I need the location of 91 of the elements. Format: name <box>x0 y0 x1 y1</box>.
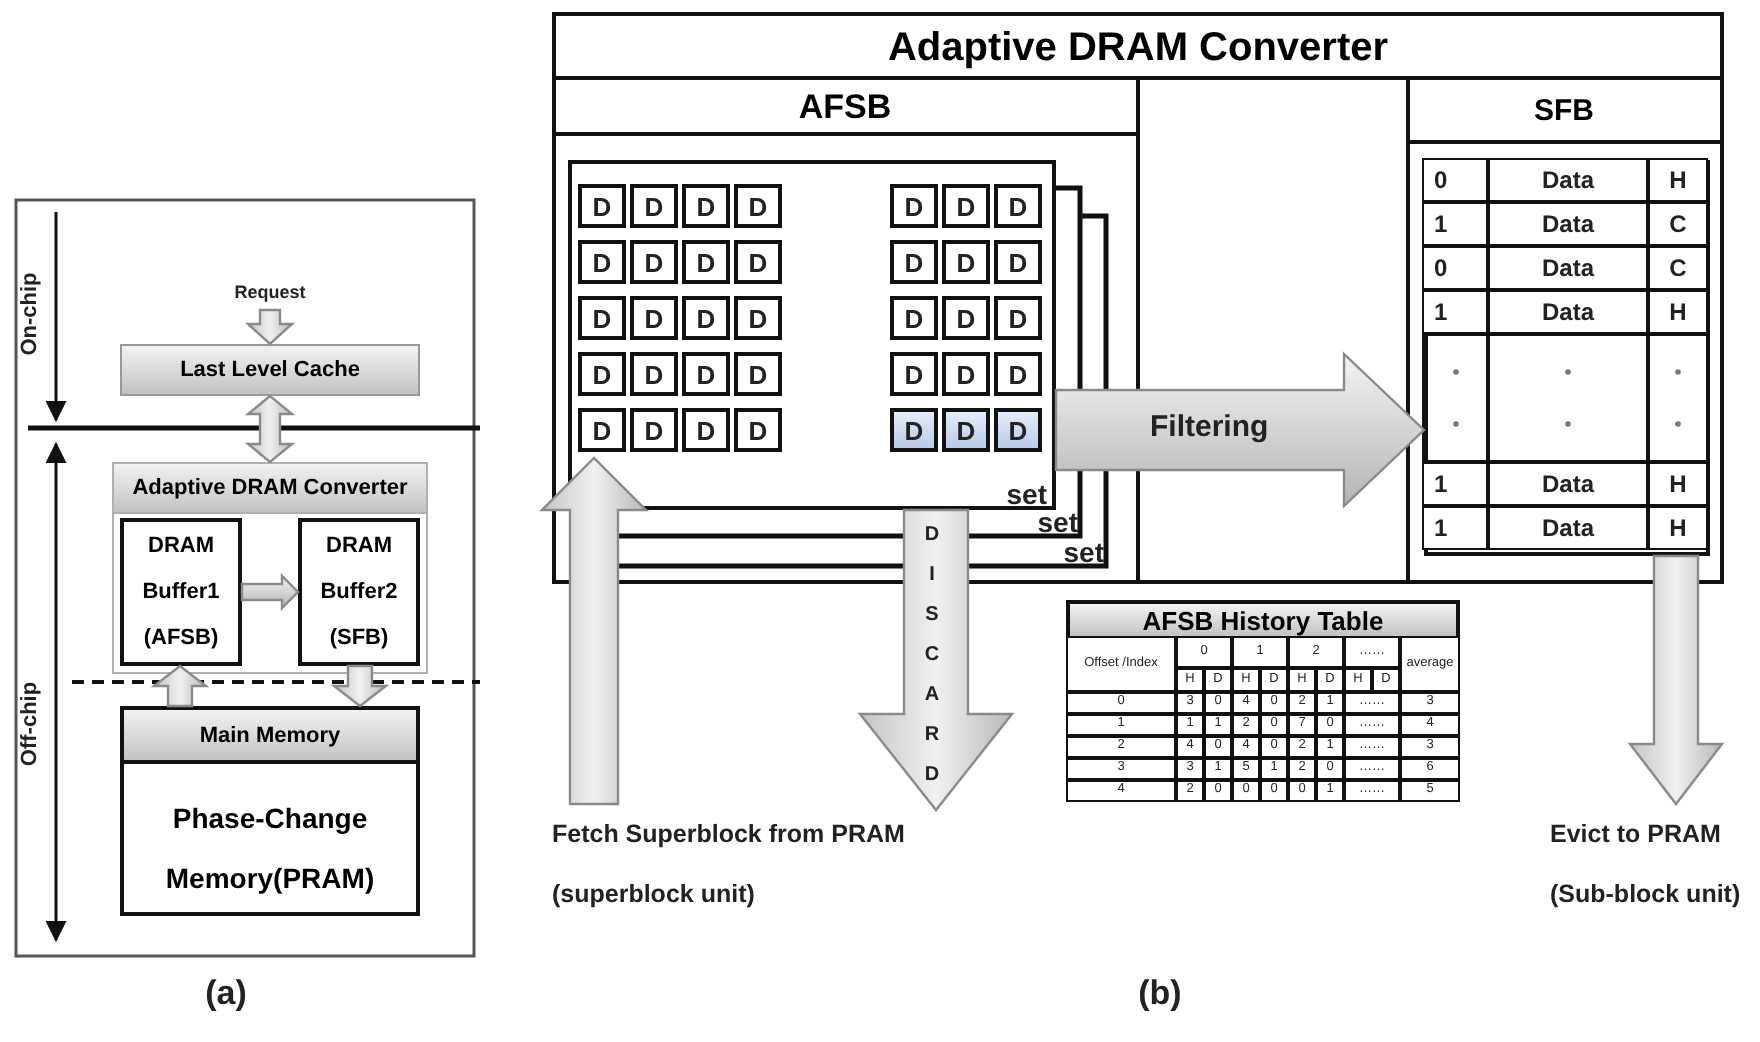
table-cell: 1 <box>1422 506 1488 550</box>
data-block: D <box>994 240 1042 284</box>
table-cell: 0 <box>1422 246 1488 290</box>
edge-label: Filtering <box>1150 410 1269 444</box>
data-block: D <box>682 184 730 228</box>
buffer-box <box>120 518 242 666</box>
container-box <box>1066 600 1460 802</box>
data-block: D <box>942 408 990 452</box>
table-cell: C <box>1648 246 1708 290</box>
panel-label: (b) <box>1136 972 1184 1012</box>
set-label: set <box>1035 510 1078 534</box>
set-label: set <box>1061 538 1104 564</box>
table-cell: Data <box>1488 158 1648 202</box>
table-cell: H <box>1648 158 1708 202</box>
table-cell: 0 <box>1422 158 1488 202</box>
buffer-table <box>1423 159 1709 555</box>
data-block: D <box>994 184 1042 228</box>
container-box <box>551 75 1139 583</box>
container-box <box>1405 75 1723 583</box>
data-block: D <box>890 240 938 284</box>
data-block: D <box>734 184 782 228</box>
table-cell: 1 <box>1422 290 1488 334</box>
table-cell: Data <box>1488 462 1648 506</box>
data-block: D <box>942 352 990 396</box>
data-block: D <box>630 296 678 340</box>
box-heading: Adaptive DRAM Converter <box>114 464 426 514</box>
box-label: Last Level Cache <box>180 358 360 382</box>
table-cell: H <box>1648 506 1708 550</box>
block-arrow <box>1627 554 1725 806</box>
data-block: D <box>734 352 782 396</box>
data-block: D <box>734 408 782 452</box>
data-block: D <box>994 408 1042 452</box>
data-block: D <box>630 352 678 396</box>
data-block: D <box>630 408 678 452</box>
table-cell: C <box>1648 202 1708 246</box>
data-block: D <box>578 184 626 228</box>
data-block: D <box>578 352 626 396</box>
text-label: Evict to PRAM (Sub-block unit) <box>1550 804 1758 932</box>
table-cell: Data <box>1488 506 1648 550</box>
block-arrow <box>1054 351 1426 509</box>
data-block: D <box>890 408 938 452</box>
edge-label: DISCARD <box>924 522 940 790</box>
table-cell: Data <box>1488 202 1648 246</box>
data-block: D <box>682 352 730 396</box>
box-label: DRAM Buffer2 (SFB) <box>318 531 400 653</box>
data-block: D <box>630 240 678 284</box>
data-block: D <box>942 296 990 340</box>
data-block: D <box>994 352 1042 396</box>
block-arrow <box>240 573 300 611</box>
block-arrow <box>539 456 649 806</box>
data-block: D <box>578 296 626 340</box>
table-cell: H <box>1648 290 1708 334</box>
data-block: D <box>682 296 730 340</box>
block-arrow <box>244 308 296 346</box>
block-arrow <box>150 664 210 708</box>
data-block: D <box>890 184 938 228</box>
axis-label: Off-chip <box>16 679 43 771</box>
box-text: Phase-Change Memory(PRAM) <box>163 800 377 898</box>
data-block: D <box>890 352 938 396</box>
panel-label: (a) <box>203 972 249 1012</box>
axis-label: On-chip <box>16 270 43 360</box>
data-block: D <box>734 240 782 284</box>
data-block: D <box>734 296 782 340</box>
block-arrow <box>330 664 390 708</box>
table-cell: H <box>1648 462 1708 506</box>
box-label: DRAM Buffer1 (AFSB) <box>140 531 222 653</box>
container-box <box>552 12 1724 584</box>
data-block: D <box>942 240 990 284</box>
table-cell: Data <box>1488 246 1648 290</box>
data-block: D <box>682 240 730 284</box>
data-block: D <box>578 408 626 452</box>
data-block: D <box>890 296 938 340</box>
data-block: D <box>630 184 678 228</box>
text-label: Fetch Superblock from PRAM (superblock unit) <box>552 804 912 932</box>
text-label: Request <box>200 280 340 310</box>
data-block: D <box>942 184 990 228</box>
table-cell: 1 <box>1422 462 1488 506</box>
table-cell: Data <box>1488 290 1648 334</box>
buffer-box <box>298 518 420 666</box>
data-block: D <box>682 408 730 452</box>
table-cell: 1 <box>1422 202 1488 246</box>
cache-box <box>120 344 420 396</box>
set-label: set <box>1006 481 1047 507</box>
container-box <box>112 462 428 674</box>
data-block: D <box>994 296 1042 340</box>
set-frame <box>567 159 1055 509</box>
data-block: D <box>578 240 626 284</box>
box-heading: Main Memory <box>124 710 416 764</box>
container-box <box>120 706 420 916</box>
block-arrow <box>857 508 1015 812</box>
block-arrow <box>244 394 296 464</box>
